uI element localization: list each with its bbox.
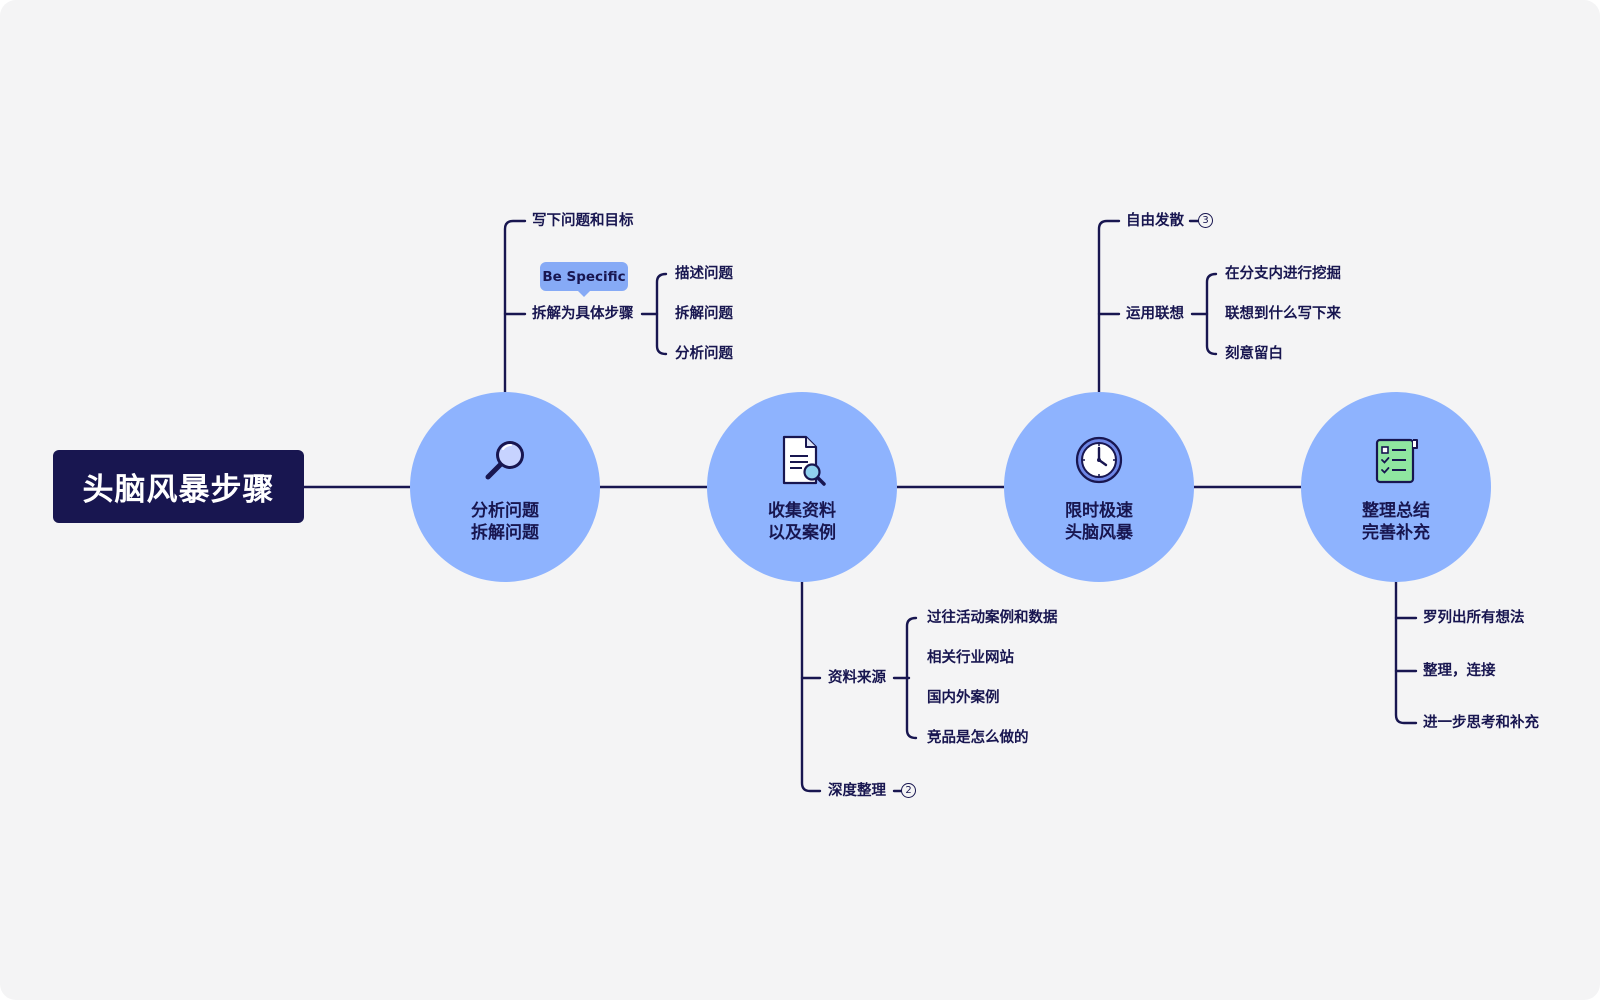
child-leave-blank[interactable]: 刻意留白	[1225, 346, 1283, 362]
hub-label-line1: 限时极速	[1065, 501, 1133, 521]
hub-label-line1: 收集资料	[768, 501, 836, 521]
branch-split-steps[interactable]: 拆解为具体步骤	[532, 306, 634, 322]
connector-hub4-trunk	[1394, 580, 1418, 725]
collapsed-count-badge[interactable]: 2	[901, 783, 916, 798]
hub-brainstorm[interactable]: 限时极速 头脑风暴	[1004, 392, 1194, 582]
connector-hub3-trunk	[1097, 219, 1121, 394]
hub-label: 限时极速 头脑风暴	[1065, 500, 1133, 544]
branch-deep-organize[interactable]: 深度整理	[828, 783, 886, 799]
connector-split-children	[655, 272, 668, 356]
child-describe-problem[interactable]: 描述问题	[675, 266, 733, 282]
child-global-cases[interactable]: 国内外案例	[927, 690, 1000, 706]
clock-icon	[1073, 434, 1125, 486]
child-industry-sites[interactable]: 相关行业网站	[927, 650, 1014, 666]
hub-label-line2: 头脑风暴	[1065, 523, 1133, 543]
hub-label-line1: 整理总结	[1362, 501, 1430, 521]
child-write-down[interactable]: 联想到什么写下来	[1225, 306, 1341, 322]
child-analyze-problem[interactable]: 分析问题	[675, 346, 733, 362]
branch-further-thinking[interactable]: 进一步思考和补充	[1423, 715, 1539, 731]
hub-label: 收集资料 以及案例	[768, 500, 836, 544]
hub-label-line2: 以及案例	[768, 523, 836, 543]
hub-analyze[interactable]: 分析问题 拆解问题	[410, 392, 600, 582]
child-past-cases[interactable]: 过往活动案例和数据	[927, 610, 1058, 626]
hub-summarize[interactable]: 整理总结 完善补充	[1301, 392, 1491, 582]
branch-list-ideas[interactable]: 罗列出所有想法	[1423, 610, 1525, 626]
connector-hub2-trunk	[800, 580, 822, 793]
callout-be-specific[interactable]: Be Specific	[540, 262, 628, 297]
connector-sources-children	[905, 616, 918, 740]
connector-assoc-children	[1205, 272, 1218, 356]
branch-sources[interactable]: 资料来源	[828, 670, 886, 686]
hub-label-line2: 拆解问题	[471, 523, 539, 543]
branch-write-problem[interactable]: 写下问题和目标	[532, 213, 634, 229]
hub-label: 分析问题 拆解问题	[471, 500, 539, 544]
child-dig-branch[interactable]: 在分支内进行挖掘	[1225, 266, 1341, 282]
hub-label: 整理总结 完善补充	[1362, 500, 1430, 544]
magnifier-icon	[479, 434, 531, 486]
branch-organize-connect[interactable]: 整理，连接	[1423, 663, 1496, 679]
document-search-icon	[776, 434, 828, 486]
checklist-icon	[1370, 434, 1422, 486]
hub-label-line2: 完善补充	[1362, 523, 1430, 543]
collapsed-count-badge[interactable]: 3	[1198, 213, 1213, 228]
root-topic[interactable]: 头脑风暴步骤	[53, 450, 304, 523]
child-split-problem[interactable]: 拆解问题	[675, 306, 733, 322]
branch-free-diverge[interactable]: 自由发散	[1126, 213, 1184, 229]
hub-label-line1: 分析问题	[471, 501, 539, 521]
connector-hub1-trunk	[503, 219, 527, 394]
child-competitors[interactable]: 竞品是怎么做的	[927, 730, 1029, 746]
hub-collect[interactable]: 收集资料 以及案例	[707, 392, 897, 582]
branch-association[interactable]: 运用联想	[1126, 306, 1184, 322]
